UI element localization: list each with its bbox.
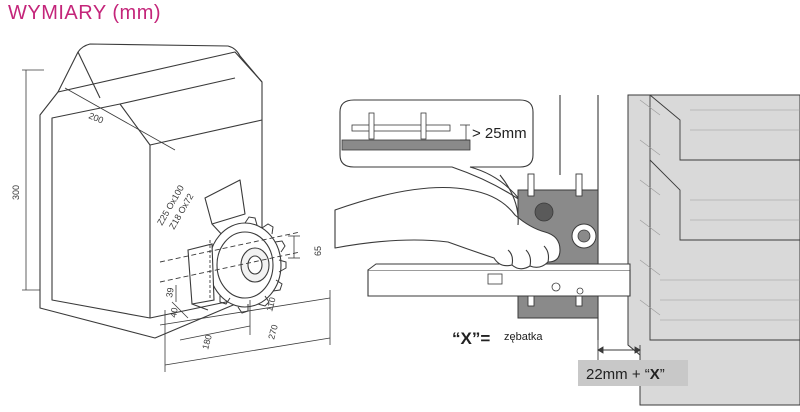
gap-label: 22mm + “X” — [586, 366, 665, 383]
wall-outline — [627, 94, 800, 406]
dim-base-total-label: 270 — [266, 323, 280, 340]
dim-rack-offset-label: 65 — [313, 246, 323, 256]
dim-lower-offset-label: 40 — [168, 307, 180, 319]
rack-outline — [159, 231, 301, 300]
installer-hand — [334, 174, 561, 270]
callout-rack-bar — [341, 139, 471, 151]
drive-gear — [187, 222, 282, 311]
diagram-title: WYMIARY (mm) — [8, 2, 162, 24]
clearance-label: > 25mm — [472, 125, 527, 142]
gap-dimension — [597, 320, 641, 362]
dim-front-to-gear-label: 180 — [200, 333, 214, 350]
dim-base-width-label: 110 — [264, 296, 277, 312]
callout-bolt-right — [420, 112, 427, 140]
x-legend: “X”= zębatka — [452, 329, 543, 348]
gap-label-box — [578, 360, 688, 386]
rack-bar — [367, 263, 631, 297]
dim-gear-base-label: 39 — [164, 287, 176, 299]
gear-teeth — [219, 216, 287, 314]
gear-bracket — [204, 179, 246, 225]
x-meaning: zębatka — [504, 331, 543, 343]
callout-bolt-left — [368, 112, 375, 140]
plate-bolt — [527, 173, 535, 197]
dim-height-label: 300 — [11, 185, 21, 200]
wall-section — [627, 94, 800, 406]
motor-dimension-lines — [22, 69, 331, 372]
x-label: “X”= — [452, 329, 490, 348]
clearance-callout: > 25mm — [339, 99, 534, 201]
motor-front-panel — [51, 103, 151, 319]
callout-plate — [351, 124, 451, 132]
